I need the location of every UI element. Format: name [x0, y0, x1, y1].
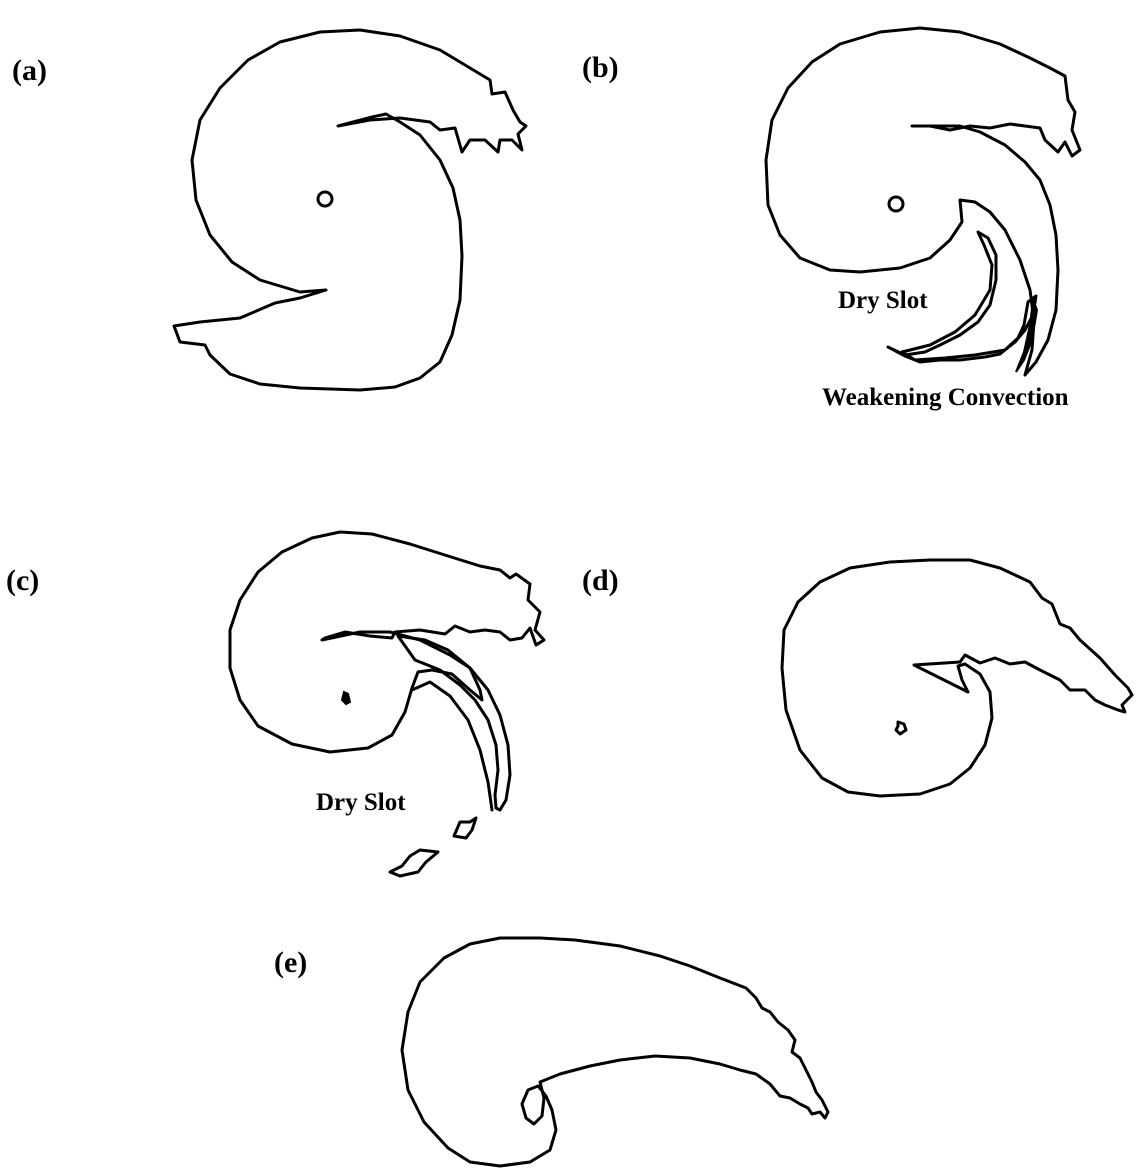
panel-d-eye-icon [896, 722, 906, 734]
panel-a-main-cloud [174, 30, 526, 390]
panel-e-main-cloud [402, 938, 828, 1166]
panel-b-label: (b) [582, 51, 619, 84]
panel-b-dry-slot-label: Dry Slot [838, 287, 928, 314]
panel-b: (b) Dry Slot Weakening Convection [582, 28, 1080, 411]
panel-c-main-cloud [230, 532, 544, 752]
panel-a: (a) [12, 30, 526, 390]
panel-a-eye-icon [318, 192, 332, 206]
panel-b-eye-icon [889, 197, 903, 211]
panel-c-dry-slot-label: Dry Slot [316, 789, 406, 816]
panel-c: (c) Dry Slot [6, 532, 544, 876]
panel-c-fragment-2 [390, 850, 438, 876]
panel-c-fragment-1 [454, 818, 476, 838]
panel-c-eye-icon [342, 692, 350, 704]
panel-c-label: (c) [6, 564, 39, 597]
panel-a-label: (a) [12, 54, 47, 87]
panel-d-label: (d) [582, 564, 619, 597]
panel-e-label: (e) [274, 946, 307, 979]
panel-d: (d) [582, 560, 1132, 796]
panel-b-weakening-label: Weakening Convection [822, 384, 1069, 411]
panel-c-rainband-inner-edge [412, 682, 492, 810]
panel-e: (e) [274, 938, 828, 1166]
panel-c-rainband [398, 636, 510, 810]
panel-d-main-cloud [782, 560, 1132, 796]
